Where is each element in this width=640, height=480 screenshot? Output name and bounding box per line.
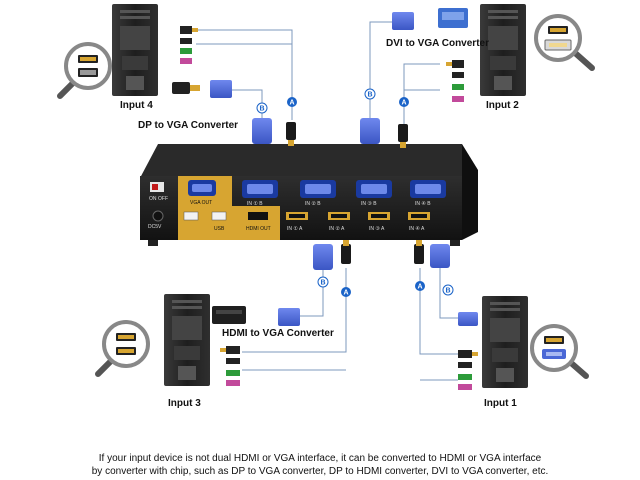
vga-in-label-3: IN ③ B <box>361 201 377 207</box>
vga-in-label-4: IN ④ B <box>415 201 431 207</box>
tag-a-input1 <box>415 281 425 291</box>
tag-b-input4 <box>256 102 268 114</box>
hdmi-in-label-4: IN ④ A <box>409 226 425 232</box>
cable-input4-b <box>232 89 263 118</box>
magnifier-hdmi-input3 <box>95 320 150 377</box>
dp-to-vga-converter <box>172 80 232 98</box>
gold-output-panel-ext <box>232 206 280 240</box>
dc-jack <box>152 210 164 222</box>
cable-tags: B A B A B A A B <box>256 88 454 297</box>
off-label: OFF <box>158 196 168 202</box>
hdmi-out-label: HDMI OUT <box>246 226 271 232</box>
tag-a-input3 <box>341 287 351 297</box>
computer-tower-input4 <box>112 4 158 96</box>
computer-tower-input3 <box>164 294 210 386</box>
pc-connectors-input4 <box>180 26 198 64</box>
computer-tower-input2 <box>480 4 526 96</box>
magnifier-hdmi-vga-input1 <box>530 324 589 379</box>
vga-in-label-1: IN ① B <box>247 201 263 207</box>
tag-b-input2 <box>364 88 376 100</box>
cable-input4-a <box>192 29 293 120</box>
cable-input3-b <box>300 268 324 317</box>
computer-tower-input1 <box>482 296 528 388</box>
vga-in-label-2: IN ② B <box>305 201 321 207</box>
svg-text:A: A <box>401 100 406 107</box>
label-input2: Input 2 <box>486 100 519 111</box>
on-label: ON <box>149 196 157 202</box>
label-dp-to-vga: DP to VGA Converter <box>138 120 239 131</box>
hdmi-in-label-1: IN ① A <box>287 226 303 232</box>
svg-text:A: A <box>417 284 422 291</box>
usb-port-2 <box>211 211 227 221</box>
hdmi-to-vga-converter <box>212 306 300 326</box>
cable-input2-b <box>369 21 400 118</box>
hdmi-in-label-3: IN ③ A <box>369 226 385 232</box>
dc-label: DC5V <box>148 224 162 230</box>
caption-line-1: If your input device is not dual HDMI or… <box>98 453 542 464</box>
pc-connectors-input2 <box>446 60 464 102</box>
kvm-plugs <box>252 118 450 270</box>
svg-text:A: A <box>289 100 294 107</box>
svg-text:B: B <box>445 288 450 295</box>
tag-b-input3 <box>317 276 329 288</box>
label-input4: Input 4 <box>120 100 153 111</box>
magnifier-hdmi-dvi-input2 <box>534 14 595 71</box>
label-input1: Input 1 <box>484 398 517 409</box>
magnifier-hdmi-dp-input4 <box>57 42 112 99</box>
svg-text:B: B <box>320 280 325 287</box>
cable-input1-b <box>439 268 462 319</box>
hdmi-in-label-2: IN ② A <box>329 226 345 232</box>
label-hdmi-to-vga: HDMI to VGA Converter <box>222 328 334 339</box>
label-dvi-to-vga: DVI to VGA Converter <box>386 38 489 49</box>
hdmi-out-port <box>248 212 268 220</box>
svg-text:B: B <box>367 92 372 99</box>
tag-a-input2 <box>399 97 409 107</box>
pc-connectors-input3 <box>220 346 240 386</box>
caption-line-2: by converter with chip, such as DP to VG… <box>91 466 549 477</box>
tag-b-input1 <box>442 284 454 296</box>
pc-connectors-input1 <box>458 312 478 390</box>
svg-text:A: A <box>343 290 348 297</box>
cable-input2-a <box>403 63 440 125</box>
cable-lines <box>192 21 462 381</box>
usb-port-1 <box>183 211 199 221</box>
cable-input1-a <box>419 268 458 355</box>
kvm-switch: ON OFF DC5V VGA OUT USB HDMI OUT IN ① B … <box>140 144 478 246</box>
vga-out-label: VGA OUT <box>190 200 212 206</box>
usb-label: USB <box>214 226 225 232</box>
dvi-to-vga-converter <box>392 8 468 30</box>
svg-text:B: B <box>259 106 264 113</box>
label-input3: Input 3 <box>168 398 201 409</box>
tag-a-input4 <box>287 97 297 107</box>
